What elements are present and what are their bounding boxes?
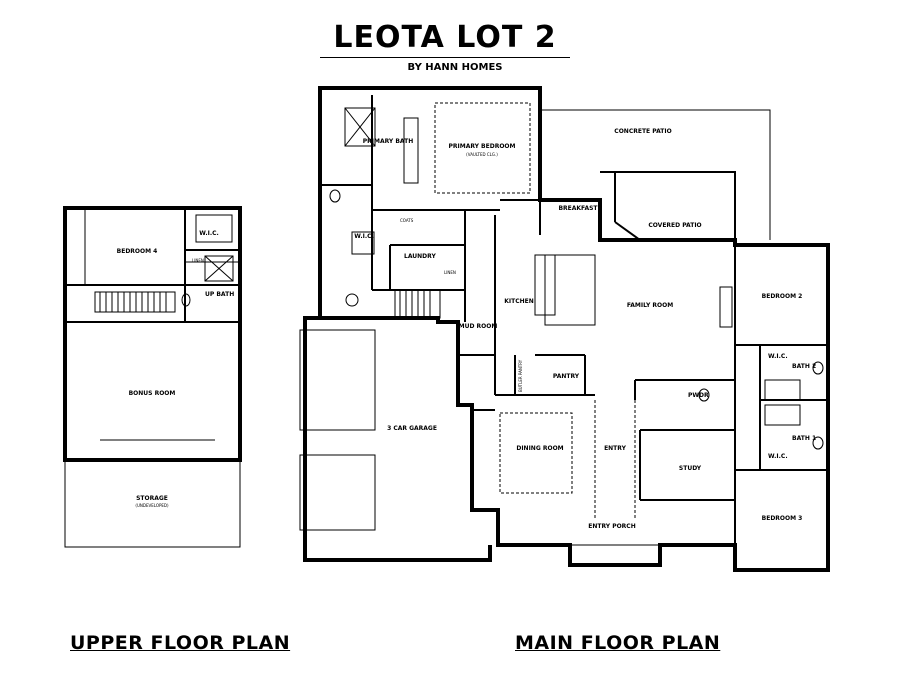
room-label-kitchen: KITCHEN bbox=[504, 298, 534, 305]
primary-shower bbox=[344, 107, 376, 147]
room-note-primary-bedroom: (VAULTED CLG.) bbox=[466, 152, 498, 157]
toilet-fixture bbox=[329, 189, 341, 203]
room-label-bedroom4: BEDROOM 4 bbox=[117, 248, 158, 255]
upper-floor-plan-label: UPPER FLOOR PLAN bbox=[70, 632, 291, 654]
room-label-family-room: FAMILY ROOM bbox=[627, 302, 673, 309]
room-label-pwdr: PWDR bbox=[688, 392, 709, 399]
room-label-entry: ENTRY bbox=[604, 445, 627, 452]
patio-wall bbox=[614, 221, 641, 241]
room-label-linen: LINEN bbox=[192, 258, 204, 263]
room-label-laundry: LAUNDRY bbox=[404, 253, 436, 260]
room-label-bath2: BATH 2 bbox=[792, 363, 816, 370]
room-label-study: STUDY bbox=[679, 465, 702, 472]
main-floor-outer-wall bbox=[303, 86, 830, 572]
bath1-toilet bbox=[812, 436, 824, 450]
room-label-concrete-patio: CONCRETE PATIO bbox=[614, 128, 671, 135]
room-note-storage: (UNDEVELOPED) bbox=[135, 503, 169, 508]
room-label-bath1: BATH 1 bbox=[792, 435, 816, 442]
room-label-covered-patio: COVERED PATIO bbox=[648, 222, 701, 229]
coffered-ceiling-outline bbox=[499, 412, 573, 494]
room-label-dining-room: DINING ROOM bbox=[516, 445, 563, 452]
room-label-mud-room: MUD ROOM bbox=[459, 323, 498, 330]
upper-floor-walls bbox=[63, 206, 242, 462]
room-label-bonus-room: BONUS ROOM bbox=[129, 390, 176, 397]
room-label-wic-bath1: W.I.C. bbox=[768, 453, 788, 460]
shower-fixture bbox=[204, 255, 234, 282]
toilet-fixture bbox=[181, 293, 191, 307]
primary-vanity bbox=[403, 117, 419, 184]
main-floor-plan-label: MAIN FLOOR PLAN bbox=[515, 632, 721, 654]
upper-stairs bbox=[94, 291, 176, 313]
room-label-primary-bedroom: PRIMARY BEDROOM bbox=[448, 143, 515, 150]
room-label-garage: 3 CAR GARAGE bbox=[387, 425, 437, 432]
room-label-linen: LINEN bbox=[444, 270, 456, 275]
room-label-breakfast: BREAKFAST bbox=[558, 205, 598, 212]
garage-door bbox=[299, 329, 376, 431]
room-label-up-bath: UP BATH bbox=[205, 291, 234, 298]
room-label-entry-porch: ENTRY PORCH bbox=[588, 523, 635, 530]
pwdr-toilet bbox=[698, 388, 710, 402]
bath-vanity bbox=[764, 404, 801, 426]
vaulted-ceiling-outline bbox=[434, 102, 531, 194]
bath-vanity bbox=[764, 379, 801, 401]
concrete-patio-edge bbox=[540, 109, 771, 240]
bath2-toilet bbox=[812, 361, 824, 375]
room-label-wic: W.I.C. bbox=[199, 230, 219, 237]
porch-step bbox=[569, 544, 661, 566]
room-label-primary-bath: PRIMARY BATH bbox=[363, 138, 413, 145]
upper-floor-plan: BEDROOM 4 W.I.C. LINEN UP BATH BONUS ROO… bbox=[63, 206, 242, 548]
wic-island bbox=[351, 231, 375, 255]
main-stairs bbox=[394, 289, 441, 319]
covered-patio-edge bbox=[600, 171, 736, 240]
stair-landing-marker bbox=[345, 293, 359, 307]
room-label-butler-pantry: BUTLER PANTRY bbox=[518, 359, 523, 392]
room-label-coats: COATS bbox=[400, 218, 414, 223]
kitchen-island-seat bbox=[534, 254, 556, 316]
room-label-bedroom3: BEDROOM 3 bbox=[762, 515, 803, 522]
plan-subtitle: BY HANN HOMES bbox=[407, 62, 503, 73]
fireplace bbox=[719, 286, 733, 328]
main-floor-plan: PRIMARY BATH PRIMARY BEDROOM (VAULTED CL… bbox=[299, 86, 830, 572]
garage-door bbox=[299, 454, 376, 531]
storage-outline bbox=[64, 459, 241, 548]
closet-rail bbox=[195, 214, 233, 243]
room-label-storage: STORAGE bbox=[136, 495, 168, 502]
room-label-wic-bath2: W.I.C. bbox=[768, 353, 788, 360]
room-label-wic: W.I.C. bbox=[354, 233, 374, 240]
kitchen-island bbox=[544, 254, 596, 326]
room-label-pantry: PANTRY bbox=[553, 373, 580, 380]
plan-title: LEOTA LOT 2 bbox=[320, 20, 570, 58]
room-label-bedroom2: BEDROOM 2 bbox=[762, 293, 803, 300]
